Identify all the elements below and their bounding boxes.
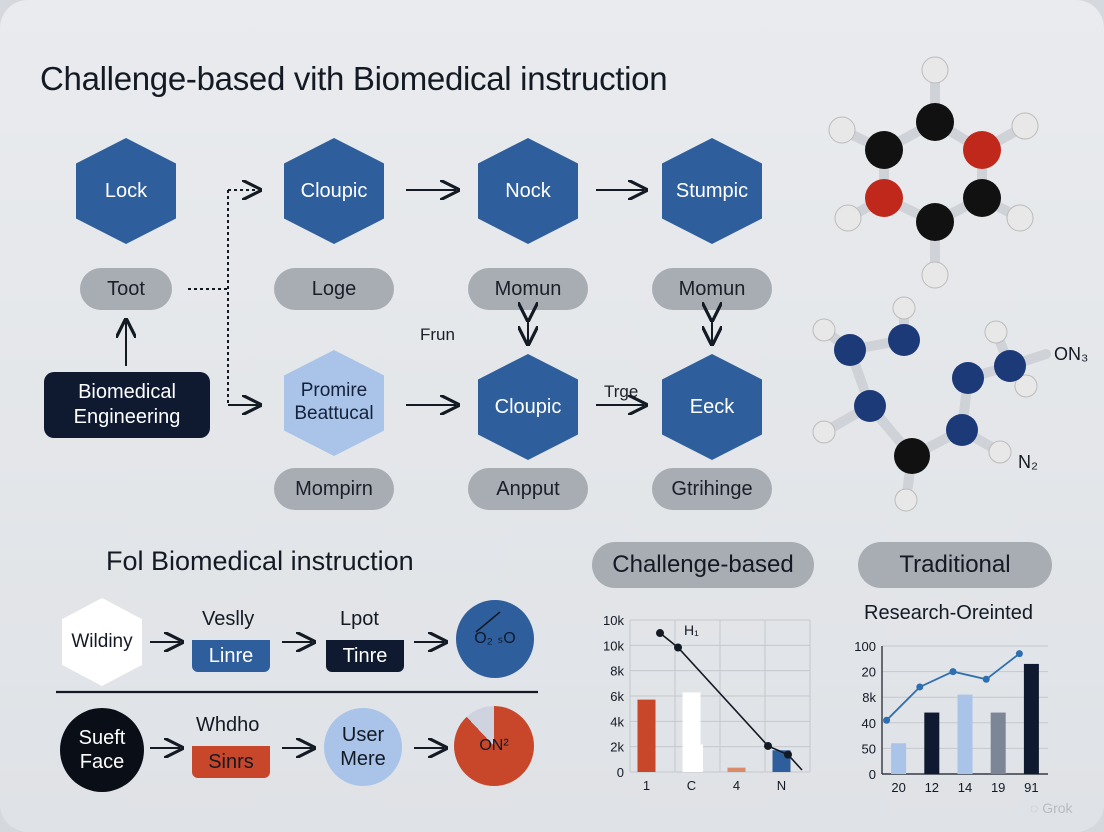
hex-cloupic-bottom: Cloupic	[478, 354, 578, 460]
y-tick-label: 0	[617, 765, 624, 780]
line-point	[656, 629, 664, 638]
hex-stumpic: Stumpic	[662, 138, 762, 244]
badge-challenge-based: Challenge-based	[592, 542, 814, 588]
x-tick-label: 1	[643, 778, 650, 793]
y-tick-label: 8k	[610, 664, 624, 679]
bar	[727, 767, 746, 772]
line-point	[982, 675, 990, 683]
circle-sueft-face: Sueft Face	[60, 708, 144, 792]
molecule-chain	[812, 296, 1051, 512]
y-tick-label: 20	[862, 665, 876, 680]
y-tick-label: 10k	[603, 638, 624, 653]
y-tick-label: 2k	[610, 740, 624, 755]
label-research-oriented: Research-Oreinted	[864, 602, 1033, 624]
trend-line	[885, 652, 1020, 721]
label-n2: N₂	[1018, 452, 1038, 472]
pill-loge: Loge	[274, 268, 394, 310]
chart-challenge-based: 0 2k 4k 6k 8k 10k 10k 1 C 4 N H₁	[603, 613, 811, 793]
step-whdho-label: Whdho	[196, 714, 260, 736]
y-tick-label: 6k	[610, 689, 624, 704]
line-point	[916, 683, 924, 691]
biomedical-engineering-box: Biomedical Engineering	[44, 372, 210, 438]
y-tick-label: 40	[862, 716, 876, 731]
flow-arrows	[0, 0, 800, 520]
badge-traditional: Traditional	[858, 542, 1052, 588]
y-tick-label: 100	[854, 639, 876, 654]
bottom-left-arrows	[56, 611, 538, 810]
hex-nock: Nock	[478, 138, 578, 244]
bar	[637, 699, 656, 772]
tag-linre: Linre	[192, 640, 270, 672]
bar	[689, 744, 703, 772]
label-frun: Frun	[420, 325, 455, 344]
chart-research-oriented: 0 50 40 8k 20 100 20 12 14 19 91	[854, 639, 1048, 795]
watermark: ◌ Grok	[1030, 800, 1073, 816]
step-veslly-label: Veslly	[202, 608, 255, 630]
hex-promire-beattucal: Promire Beattucal	[284, 350, 384, 456]
hex-lock: Lock	[76, 138, 176, 244]
x-tick-label: 12	[925, 780, 939, 795]
x-tick-label: 91	[1024, 780, 1038, 795]
bar	[957, 694, 973, 774]
y-tick-label: 50	[862, 741, 876, 756]
annotation-label: H₁	[684, 622, 699, 638]
trend-line	[659, 632, 803, 771]
y-tick-label: 8k	[862, 690, 876, 705]
hex-wildiny: Wildiny	[62, 598, 142, 686]
section-subtitle: Fol Biomedical instruction	[106, 546, 414, 576]
x-tick-label: 4	[733, 778, 740, 793]
hex-eeck: Eeck	[662, 354, 762, 460]
line-point	[883, 716, 891, 724]
x-tick-label: 19	[991, 780, 1005, 795]
on2-pie-circle: ON²	[454, 706, 534, 786]
line-point	[784, 750, 792, 759]
tag-tinre: Tinre	[326, 640, 404, 672]
bar	[891, 743, 907, 774]
pill-mompirn: Mompirn	[274, 468, 394, 510]
x-tick-label: N	[777, 778, 786, 793]
x-tick-label: 20	[891, 780, 905, 795]
line-point	[949, 668, 957, 676]
molecule-ring	[828, 56, 1039, 289]
tag-sinrs: Sinrs	[192, 746, 270, 778]
pill-gtrihinge: Gtrihinge	[652, 468, 772, 510]
line-point	[764, 741, 772, 750]
y-tick-label: 10k	[603, 613, 624, 628]
pill-toot: Toot	[80, 268, 172, 310]
x-tick-label: 14	[958, 780, 972, 795]
bar	[1023, 663, 1039, 774]
y-tick-label: 4k	[610, 714, 624, 729]
line-point	[674, 643, 682, 652]
page-title: Challenge-based vith Biomedical instruct…	[40, 60, 668, 97]
y-tick-label: 0	[869, 767, 876, 782]
step-lpot-label: Lpot	[340, 608, 379, 630]
label-on3: ON₃	[1054, 344, 1089, 364]
line-point	[1015, 650, 1023, 658]
x-tick-label: C	[687, 778, 696, 793]
circle-user-mere: User Mere	[324, 708, 402, 786]
hex-cloupic-top: Cloupic	[284, 138, 384, 244]
bar	[990, 712, 1006, 774]
o2-circle: O₂ ₛO	[456, 600, 534, 678]
pill-anpput: Anpput	[468, 468, 588, 510]
bar	[924, 712, 940, 774]
